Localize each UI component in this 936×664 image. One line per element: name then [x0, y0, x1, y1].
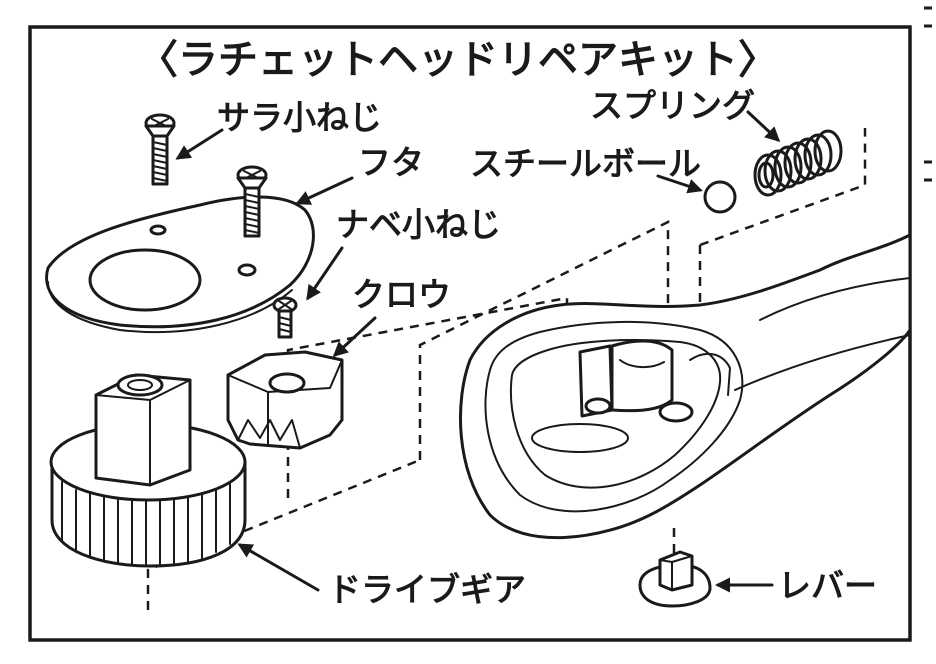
label-drive-gear: ドライブギア [328, 570, 526, 609]
label-cover: フタ [358, 143, 424, 182]
sara-screw-part [144, 113, 176, 186]
label-pawl: クロウ [352, 275, 451, 314]
ratchet-head-body [459, 233, 912, 540]
leader-arrows [175, 110, 781, 593]
edge-tick-marks [924, 6, 932, 182]
pan-screw-part [272, 296, 298, 339]
label-sara-screw: サラ小ねじ [217, 98, 382, 137]
spring-part [753, 129, 843, 197]
label-lever: レバー [778, 566, 877, 605]
cover-screw-part [236, 165, 268, 238]
drive-gear-part [49, 373, 247, 568]
label-pan-screw: ナベ小ねじ [336, 205, 501, 244]
steel-ball-part [703, 180, 737, 214]
pawl-part [226, 350, 344, 450]
lever-part [638, 550, 712, 608]
label-steel-ball: スチールボール [470, 144, 701, 183]
diagram-frame [28, 25, 912, 642]
cover-plate-part [45, 195, 315, 333]
diagram-title: 〈ラチェットヘッドリペアキット〉 [138, 37, 778, 83]
label-spring: スプリング [590, 86, 755, 125]
